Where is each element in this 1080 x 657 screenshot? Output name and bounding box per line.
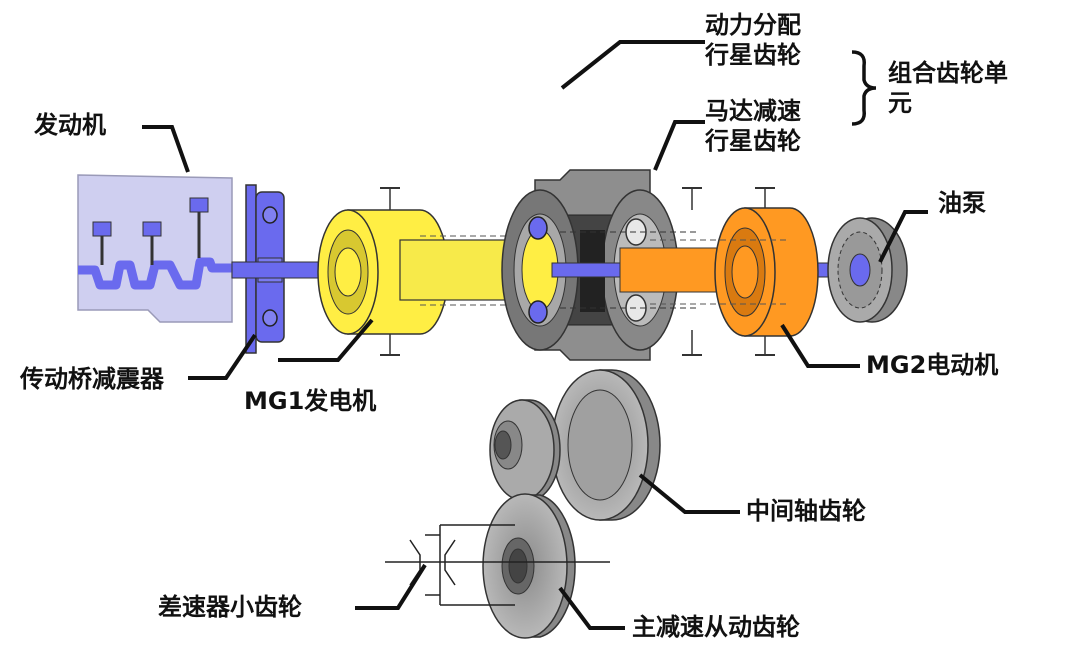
ground-reduction-top bbox=[682, 187, 702, 210]
piston-3 bbox=[189, 197, 209, 258]
ground-reduction-bottom bbox=[682, 330, 702, 356]
leader-damper bbox=[188, 333, 257, 380]
label-oil-pump: 油泵 bbox=[938, 189, 986, 217]
label-combined-unit-line2: 元 bbox=[888, 89, 912, 117]
label-diff-pinion: 差速器小齿轮 bbox=[158, 593, 302, 621]
final-driven-gear bbox=[482, 493, 576, 639]
ground-mg2-top bbox=[755, 187, 775, 208]
leader-oil-pump bbox=[878, 210, 928, 263]
leader-mg2 bbox=[780, 323, 860, 368]
differential-pinion bbox=[385, 524, 610, 606]
label-engine: 发动机 bbox=[34, 111, 106, 139]
label-motor-reduction: 马达减速 行星齿轮 bbox=[705, 96, 801, 156]
label-damper: 传动桥减震器 bbox=[20, 365, 164, 393]
label-mg1: MG1发电机 bbox=[244, 387, 377, 415]
brace-combined-unit bbox=[851, 50, 877, 126]
ground-mg2-bottom bbox=[755, 336, 775, 356]
label-motor-reduction-line2: 行星齿轮 bbox=[705, 127, 801, 155]
planet-pinion-1 bbox=[528, 216, 548, 240]
ground-mg1-bottom bbox=[380, 334, 400, 356]
leader-counter-gear bbox=[638, 473, 740, 514]
piston-1 bbox=[92, 221, 112, 265]
label-power-split-line2: 行星齿轮 bbox=[705, 41, 801, 69]
engine-block bbox=[77, 174, 255, 323]
label-power-split: 动力分配 行星齿轮 bbox=[705, 10, 801, 70]
label-combined-unit: 组合齿轮单 元 bbox=[888, 58, 1008, 118]
leader-mg1 bbox=[278, 318, 374, 362]
leader-motor-reduction bbox=[653, 120, 705, 171]
label-combined-unit-line1: 组合齿轮单 bbox=[888, 59, 1008, 87]
counter-gear bbox=[489, 369, 661, 521]
planet-pinion-2 bbox=[528, 300, 548, 324]
leader-engine bbox=[142, 125, 190, 173]
label-mg2: MG2电动机 bbox=[866, 351, 999, 379]
leader-diff-pinion bbox=[355, 563, 427, 610]
label-final-driven-gear: 主减速从动齿轮 bbox=[632, 613, 800, 641]
label-power-split-line1: 动力分配 bbox=[705, 11, 801, 39]
piston-2 bbox=[142, 221, 162, 265]
ground-mg1-top bbox=[380, 187, 400, 210]
leader-power-split bbox=[560, 40, 705, 90]
leader-final-driven bbox=[558, 586, 625, 630]
leader-lines bbox=[142, 40, 928, 630]
label-counter-gear: 中间轴齿轮 bbox=[746, 497, 866, 525]
label-motor-reduction-line1: 马达减速 bbox=[705, 97, 801, 125]
mg2-motor bbox=[619, 207, 819, 337]
